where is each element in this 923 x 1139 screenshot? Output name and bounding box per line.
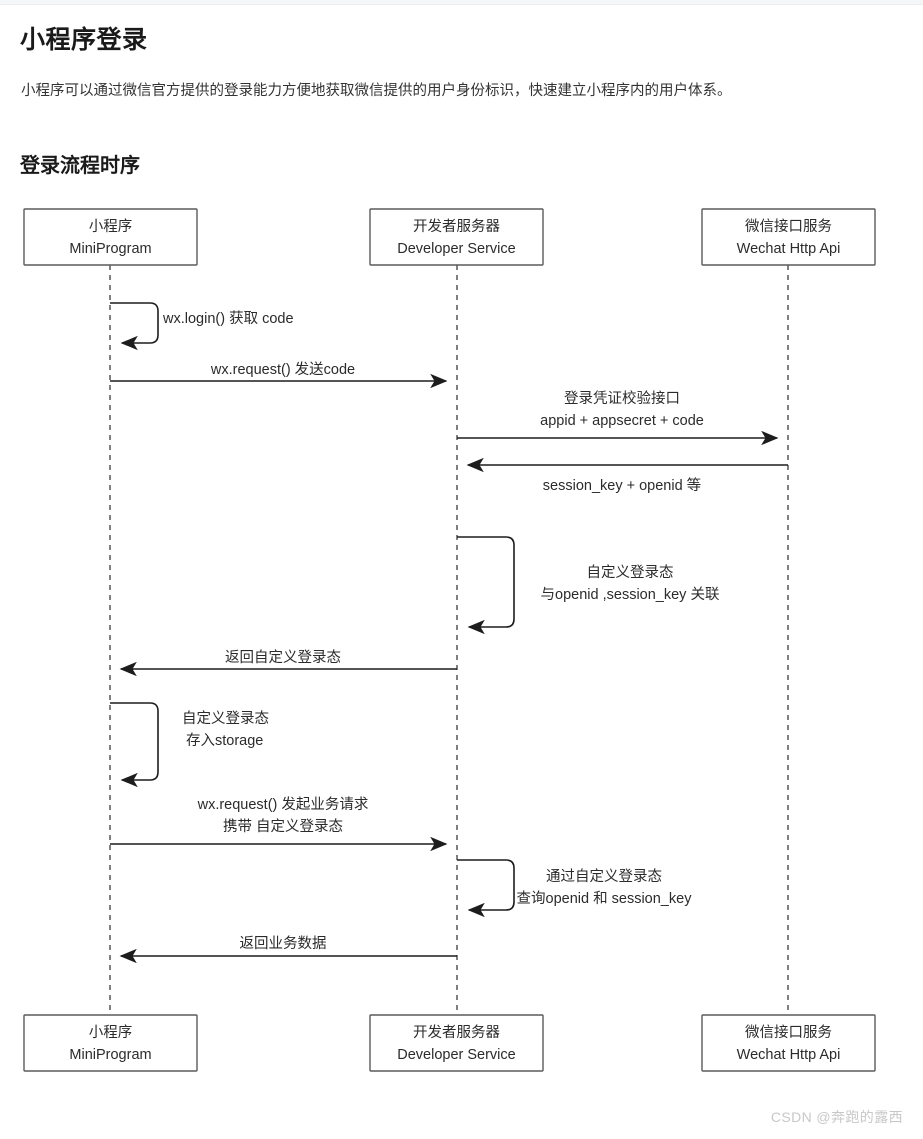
actor-label-en: MiniProgram: [69, 241, 151, 257]
actor-label-cn: 小程序: [89, 1024, 133, 1041]
actor-box-developer-bottom: 开发者服务器 Developer Service: [369, 1014, 544, 1072]
message-8-label-line-2: 携带 自定义登录态: [223, 818, 343, 835]
message-3-login-credential-check: 登录凭证校验接口 appid + appsecret + code: [457, 390, 779, 446]
message-7-label-line-1: 自定义登录态: [182, 710, 269, 727]
message-4-session-key-openid: session_key + openid 等: [466, 457, 788, 494]
message-8-label-line-1: wx.request() 发起业务请求: [197, 796, 369, 813]
actor-label-cn: 微信接口服务: [745, 218, 832, 235]
message-1-self-wx-login: wx.login() 获取 code: [110, 302, 294, 351]
actor-box-developer-top: 开发者服务器 Developer Service: [369, 208, 544, 266]
message-3-label-line-1: 登录凭证校验接口: [564, 390, 680, 407]
actor-box-wechatapi-top: 微信接口服务 Wechat Http Api: [701, 208, 876, 266]
message-10-label-line-1: 返回业务数据: [240, 935, 327, 952]
message-4-label-line-1: session_key + openid 等: [543, 476, 701, 494]
intro-paragraph: 小程序可以通过微信官方提供的登录能力方便地获取微信提供的用户身份标识，快速建立小…: [21, 83, 732, 99]
actor-box-wechatapi-bottom: 微信接口服务 Wechat Http Api: [701, 1014, 876, 1072]
actor-box-miniprogram-top: 小程序 MiniProgram: [23, 208, 198, 266]
message-9-self-query-openid: 通过自定义登录态 查询openid 和 session_key: [457, 859, 693, 918]
message-7-self-store-storage: 自定义登录态 存入storage: [110, 702, 269, 788]
message-9-label-line-1: 通过自定义登录态: [546, 868, 662, 885]
message-5-label-line-2: 与openid ,session_key 关联: [541, 586, 720, 603]
message-6-label-line-1: 返回自定义登录态: [225, 649, 341, 666]
message-5-label-line-1: 自定义登录态: [587, 564, 674, 581]
actor-label-en: MiniProgram: [69, 1047, 151, 1063]
message-2-label-line-1: wx.request() 发送code: [210, 361, 355, 378]
message-6-return-custom-login-state: 返回自定义登录态: [119, 649, 457, 677]
actor-label-en: Developer Service: [397, 241, 515, 257]
actor-label-cn: 开发者服务器: [413, 1024, 500, 1041]
actor-label-en: Wechat Http Api: [737, 1047, 841, 1063]
top-divider: [0, 0, 923, 5]
actor-label-cn: 微信接口服务: [745, 1024, 832, 1041]
message-5-self-custom-login-state: 自定义登录态 与openid ,session_key 关联: [457, 536, 720, 635]
message-2-wx-request-send-code: wx.request() 发送code: [110, 361, 448, 389]
sequence-diagram: 小程序 MiniProgram 开发者服务器 Developer Service…: [0, 195, 923, 1085]
message-3-label-line-2: appid + appsecret + code: [540, 413, 704, 429]
csdn-watermark: CSDN @奔跑的露西: [770, 1109, 903, 1125]
message-9-label-line-2: 查询openid 和 session_key: [517, 890, 693, 907]
message-1-label-line-1: wx.login() 获取 code: [162, 310, 294, 327]
message-10-return-business-data: 返回业务数据: [119, 935, 457, 964]
actor-label-en: Developer Service: [397, 1047, 515, 1063]
section-heading: 登录流程时序: [20, 155, 140, 177]
message-7-label-line-2: 存入storage: [186, 732, 263, 749]
message-8-business-request: wx.request() 发起业务请求 携带 自定义登录态: [110, 796, 448, 852]
actor-label-cn: 开发者服务器: [413, 218, 500, 235]
actor-label-en: Wechat Http Api: [737, 241, 841, 257]
actor-box-miniprogram-bottom: 小程序 MiniProgram: [23, 1014, 198, 1072]
actor-label-cn: 小程序: [89, 218, 133, 235]
page-title: 小程序登录: [20, 26, 148, 54]
